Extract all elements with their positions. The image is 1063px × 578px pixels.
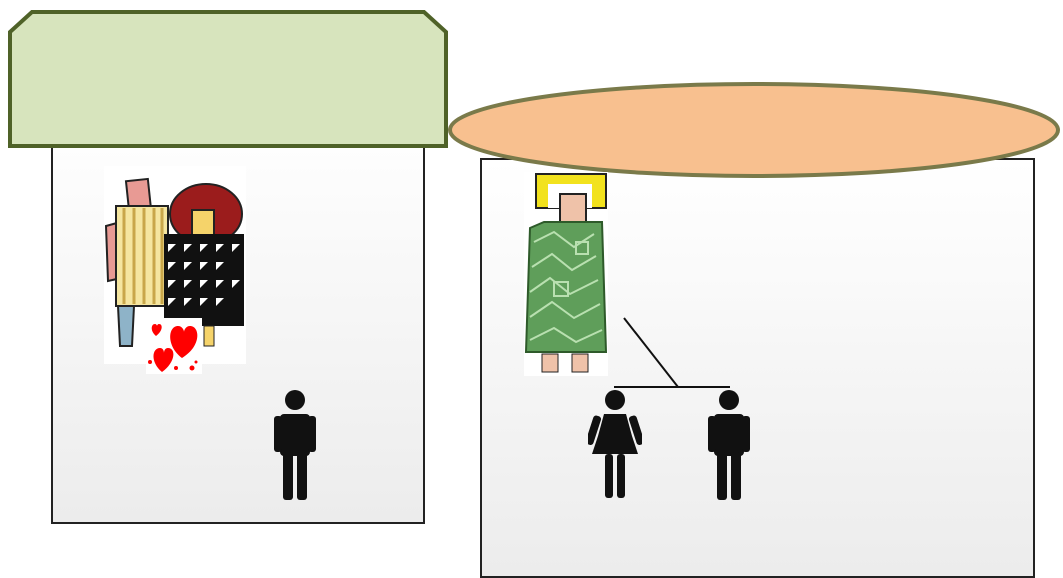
man-icon: [274, 390, 316, 500]
relationship-connector: [614, 317, 730, 388]
woman-in-green-dress-icon: [524, 172, 608, 376]
right-banner: [448, 82, 1060, 178]
left-banner: [8, 10, 448, 148]
woman-icon: [588, 390, 642, 498]
hearts-icon: [146, 318, 202, 374]
man-icon: [708, 390, 750, 500]
